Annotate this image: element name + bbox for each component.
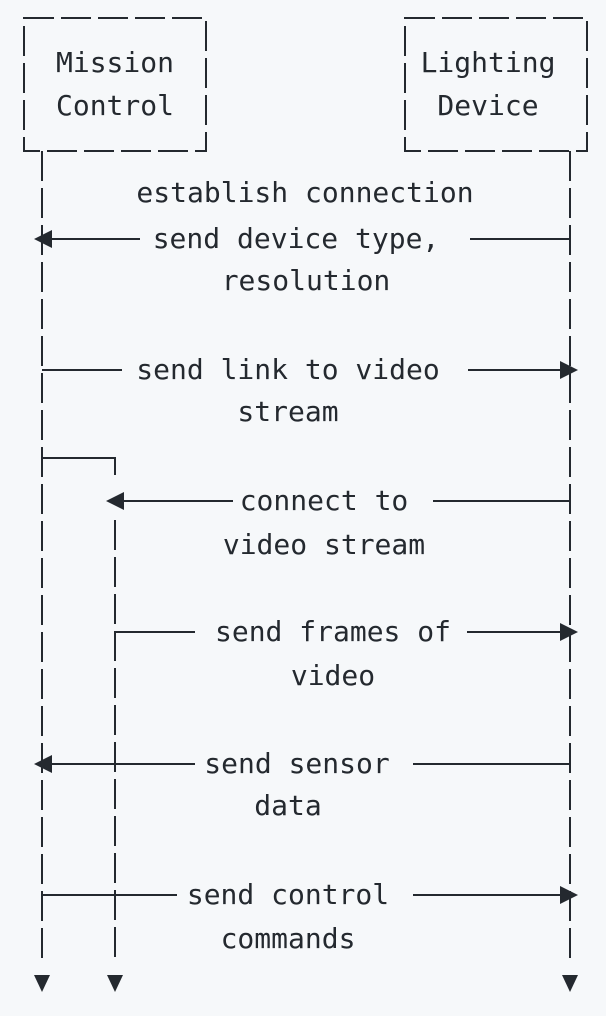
arrow-down-icon: [107, 975, 123, 992]
message-send-sensor-data: send sensor data: [34, 747, 570, 822]
participant-box: [23, 17, 207, 152]
participant-box: [404, 17, 588, 152]
arrow-left-icon: [34, 230, 52, 248]
arrow-right-icon: [560, 886, 578, 904]
label-mask: [195, 747, 413, 781]
message-label: resolution: [222, 264, 391, 297]
arrow-down-icon: [34, 975, 50, 992]
message-establish-connection: establish connection send device type, r…: [34, 176, 570, 297]
arrow-right-icon: [560, 361, 578, 379]
participant-label: Lighting: [421, 46, 556, 79]
message-label: stream: [237, 395, 338, 428]
message-connect-video-stream: connect to video stream: [106, 484, 570, 561]
arrow-down-icon: [562, 975, 578, 992]
activation-branch: [42, 457, 116, 475]
message-label: send sensor: [204, 747, 389, 780]
message-send-link: send link to video stream: [42, 353, 578, 428]
arrow-left-icon: [34, 755, 52, 773]
message-label: send device type,: [153, 222, 440, 255]
message-label: commands: [221, 922, 356, 955]
message-label: connect to: [240, 484, 409, 517]
arrow-left-icon: [106, 492, 124, 510]
participant-label: Mission: [56, 46, 174, 79]
label-mask: [195, 615, 467, 649]
participant-label: Device: [437, 89, 538, 122]
message-label: send link to video: [136, 353, 439, 386]
message-label: establish connection: [136, 176, 473, 209]
label-mask: [177, 878, 413, 912]
message-label: send control: [187, 878, 389, 911]
label-mask: [140, 222, 470, 256]
participant-mission-control: Mission Control: [23, 17, 207, 152]
message-label: video stream: [223, 528, 425, 561]
message-label: send frames of: [215, 615, 451, 648]
label-mask: [233, 484, 433, 518]
message-label: video: [291, 659, 375, 692]
arrow-right-icon: [560, 623, 578, 641]
participant-label: Control: [56, 89, 174, 122]
message-send-frames: send frames of video: [115, 615, 578, 692]
participant-lighting-device: Lighting Device: [404, 17, 588, 152]
message-send-control-commands: send control commands: [42, 878, 578, 955]
message-label: data: [254, 789, 321, 822]
label-mask: [122, 353, 468, 387]
